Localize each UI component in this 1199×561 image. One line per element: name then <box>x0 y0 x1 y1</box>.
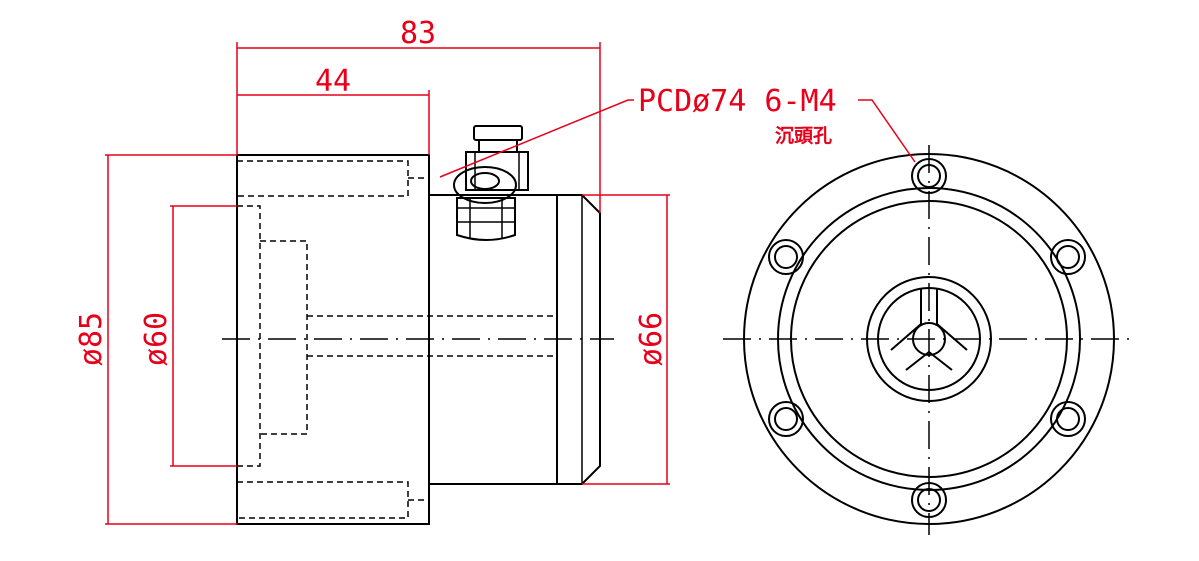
dim-outer-diameter: ø85 <box>74 312 109 366</box>
hole-upper-left <box>768 239 804 275</box>
hidden-bore <box>237 205 261 467</box>
dim-overall-length: 83 <box>400 16 436 51</box>
hole-upper-right <box>1050 239 1086 275</box>
side-view <box>222 125 614 525</box>
rear-body-outline <box>429 194 558 485</box>
dim-bore-diameter: ø60 <box>139 312 174 366</box>
hole-lower-right <box>1050 401 1086 437</box>
dim-front-length: 44 <box>315 64 351 99</box>
dimension-labels: 83 44 ø85 ø60 ø66 PCDø74 6-M4 沉頭孔 <box>74 16 837 366</box>
hidden-hole-top <box>237 160 429 197</box>
mounting-holes <box>768 158 1086 518</box>
hidden-hole-bottom <box>237 481 429 519</box>
callout-hole-note: 沉頭孔 <box>775 125 832 147</box>
dim-rear-diameter: ø66 <box>634 312 669 366</box>
callout-hole-spec: PCDø74 6-M4 <box>638 84 837 119</box>
air-fitting <box>453 125 529 241</box>
hidden-shaft <box>307 315 557 357</box>
hidden-inner-step <box>260 240 308 435</box>
front-view <box>723 145 1135 535</box>
hole-lower-left <box>768 401 804 437</box>
dimension-lines <box>105 42 916 525</box>
